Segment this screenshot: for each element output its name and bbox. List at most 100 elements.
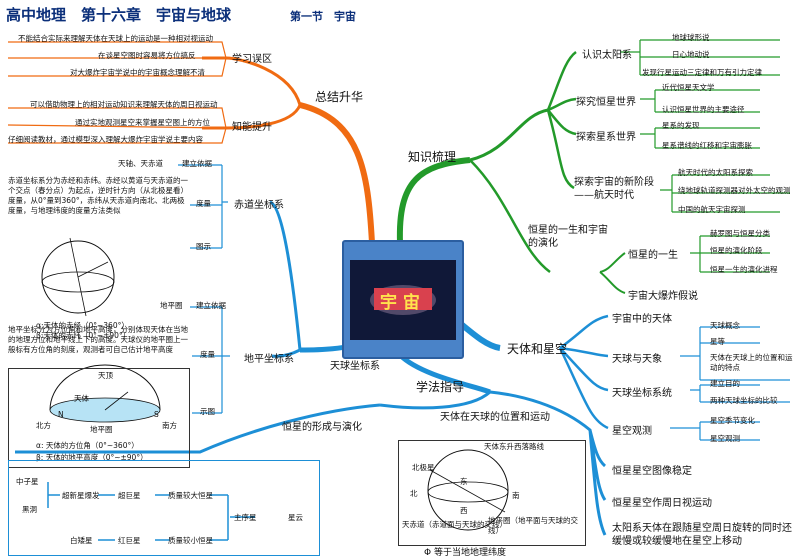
eq-measure: 度量 [196, 199, 211, 208]
position-2: 恒星星空作周日视运动 [612, 498, 712, 509]
galaxy-image: 宇 宙 [350, 260, 456, 340]
branch-summary: 总结升华 [315, 90, 364, 104]
starworld-2: 认识恒星世界的主要途径 [662, 105, 745, 114]
galaxy-2: 星系谱线的红移和宇宙膨胀 [662, 141, 752, 150]
solar-label: 认识太阳系 [582, 50, 632, 61]
position-3: 太阳系天体在跟随星空周日旋转的同时还缓慢或较缓慢地在星空上移动 [612, 523, 792, 547]
life-2: 恒星的演化阶段 [710, 246, 763, 255]
coords-label: 天球坐标系统 [612, 388, 672, 399]
hz-figure: 示图 [200, 407, 215, 416]
node-black-hole: 黑洞 [22, 505, 37, 514]
ability-1: 可以借助物理上的相对运动知识来理解天体的周日视运动 [30, 100, 218, 109]
hz-label-zenith: 天顶 [98, 371, 113, 380]
center-node: 宇 宙 [342, 240, 464, 359]
mistake-3: 对大爆炸宇宙学说中的宇宙概念理解不清 [70, 68, 205, 77]
solar-2: 日心地动说 [672, 50, 710, 59]
starworld-label: 探究恒星世界 [576, 97, 636, 108]
branch-stars: 天体和星空 [507, 342, 568, 356]
hz-note-2: β: 天体的地平高度（0°~±90°） [36, 453, 148, 462]
observe-2: 星空观测 [710, 434, 740, 443]
node-supergiant: 超巨星 [118, 491, 141, 500]
galaxy-1: 星系的发现 [662, 121, 700, 130]
position-1: 恒星星空图像稳定 [612, 466, 692, 477]
center-label-bg [374, 288, 432, 310]
eq-measure-text: 赤道坐标系分为赤经和赤纬。赤经以黄道与天赤道的一个交点（春分点）为起点，逆时针方… [8, 176, 188, 215]
hz-label-horizon: 地平圈 [90, 425, 113, 434]
node-red-giant: 红巨星 [118, 536, 141, 545]
node-massive-star: 质量较大恒星 [168, 491, 213, 500]
newera-label: 探索宇宙的新阶段——航天时代 [574, 177, 654, 201]
fig-path: 天体东升西落路线 [484, 442, 544, 451]
node-small-star: 质量较小恒星 [168, 536, 213, 545]
observe-label: 星空观测 [612, 426, 652, 437]
evolution-label: 恒星的一生和宇宙的演化 [528, 225, 608, 249]
mistake-1: 不能结合实际来理解天体在天球上的运动是一种相对视运动 [18, 34, 213, 43]
coords-1: 建立目的 [710, 379, 740, 388]
fig-north: 北 [410, 489, 418, 498]
hz-figure-frame [8, 368, 190, 468]
life-label: 恒星的一生 [628, 250, 678, 261]
phenomena-1: 天球概念 [710, 321, 740, 330]
phenomena-3: 天体在天球上的位置和运动的特点 [710, 353, 793, 372]
celestial-root: 天球坐标系 [330, 361, 380, 372]
bigbang-label: 宇宙大爆炸假说 [628, 291, 698, 302]
ability-3: 仔细阅读教材，通过模型深入理解大爆炸宇宙学说主要内容 [8, 135, 203, 144]
starworld-1: 近代恒星天文学 [662, 83, 715, 92]
life-1: 赫罗图与恒星分类 [710, 229, 770, 238]
evolution-chain-frame [8, 460, 320, 556]
branch-knowledge: 知识梳理 [408, 150, 457, 164]
objects-label: 宇宙中的天体 [612, 314, 672, 325]
hz-label-body: 天体 [74, 394, 89, 403]
hz-label-n: N [58, 410, 64, 419]
ability-label: 知能提升 [232, 122, 272, 133]
fig-equator: 天赤道（赤道面与天球的交线） [402, 520, 507, 529]
ability-2: 通过实地观测星空来掌握星空图上的方位 [75, 118, 210, 127]
fig-south: 南 [512, 491, 520, 500]
hz-label-south: 南方 [162, 421, 177, 430]
observe-1: 星空季节变化 [710, 416, 755, 425]
phenomena-2: 星等 [710, 337, 725, 346]
phenomena-label: 天球与天象 [612, 354, 662, 365]
coords-2: 两种天球坐标的比较 [710, 396, 778, 405]
node-white-dwarf: 白矮星 [70, 536, 93, 545]
node-nebula: 星云 [288, 513, 303, 522]
position-figure-frame [398, 440, 586, 546]
hz-measure: 度量 [200, 350, 215, 359]
eq-note-2: β:天体的赤纬（0°~±90°） [36, 331, 131, 340]
fig-east: 东 [460, 477, 468, 486]
newera-1: 航天时代的太阳系探索 [678, 168, 753, 177]
evolution-chain-label: 恒星的形成与演化 [282, 422, 362, 433]
hz-note-1: α: 天体的方位角（0°~360°） [36, 441, 139, 450]
node-neutron-star: 中子星 [16, 477, 39, 486]
equatorial-label: 赤道坐标系 [234, 200, 284, 211]
newera-3: 中国的航天宇宙探测 [678, 205, 746, 214]
center-label: 宇 宙 [380, 293, 420, 313]
eq-note-1: α:天体的赤经（0°~360°） [36, 321, 129, 330]
fig-polaris: 北极星 [412, 463, 435, 472]
eq-basis: 建立依据 [182, 159, 212, 168]
hz-label-north: 北方 [36, 421, 51, 430]
fig-caption: Φ 等于当地地理纬度 [424, 548, 506, 558]
fig-west: 西 [460, 506, 468, 515]
page-title: 高中地理 第十六章 宇宙与地球 [6, 6, 232, 24]
life-3: 恒星一生的演化进程 [710, 265, 778, 274]
galaxy-label: 探索星系世界 [576, 132, 636, 143]
mistake-2: 在谈星空图时容易将方位搞反 [98, 51, 196, 60]
solar-1: 地球球形说 [672, 33, 710, 42]
fig-horizon: 地平圈（地平面与天球的交线） [488, 516, 578, 535]
newera-2: 绕地球轨道探测器对外太空的观测 [678, 186, 791, 195]
solar-3: 发现行星运动三定律和万有引力定律 [642, 68, 762, 77]
hz-measure-text: 地平坐标分为方位角和地平高度，分别体现天体在当地的地理方位和地平线上下的高度。天… [8, 325, 188, 354]
mistakes-label: 学习误区 [232, 54, 272, 65]
horizontal-label: 地平坐标系 [244, 354, 294, 365]
eq-basis-text: 天轴、天赤道 [118, 159, 163, 168]
node-supernova: 超新星爆发 [62, 491, 100, 500]
node-main-sequence: 主序星 [234, 513, 257, 522]
branch-method: 学法指导 [416, 380, 465, 394]
position-label: 天体在天球的位置和运动 [440, 412, 550, 423]
hz-basis: 建立依据 [196, 301, 226, 310]
section-title: 第一节 宇宙 [290, 10, 356, 23]
hz-label-s: S [154, 410, 159, 419]
hz-basis-text: 地平圈 [160, 301, 183, 310]
